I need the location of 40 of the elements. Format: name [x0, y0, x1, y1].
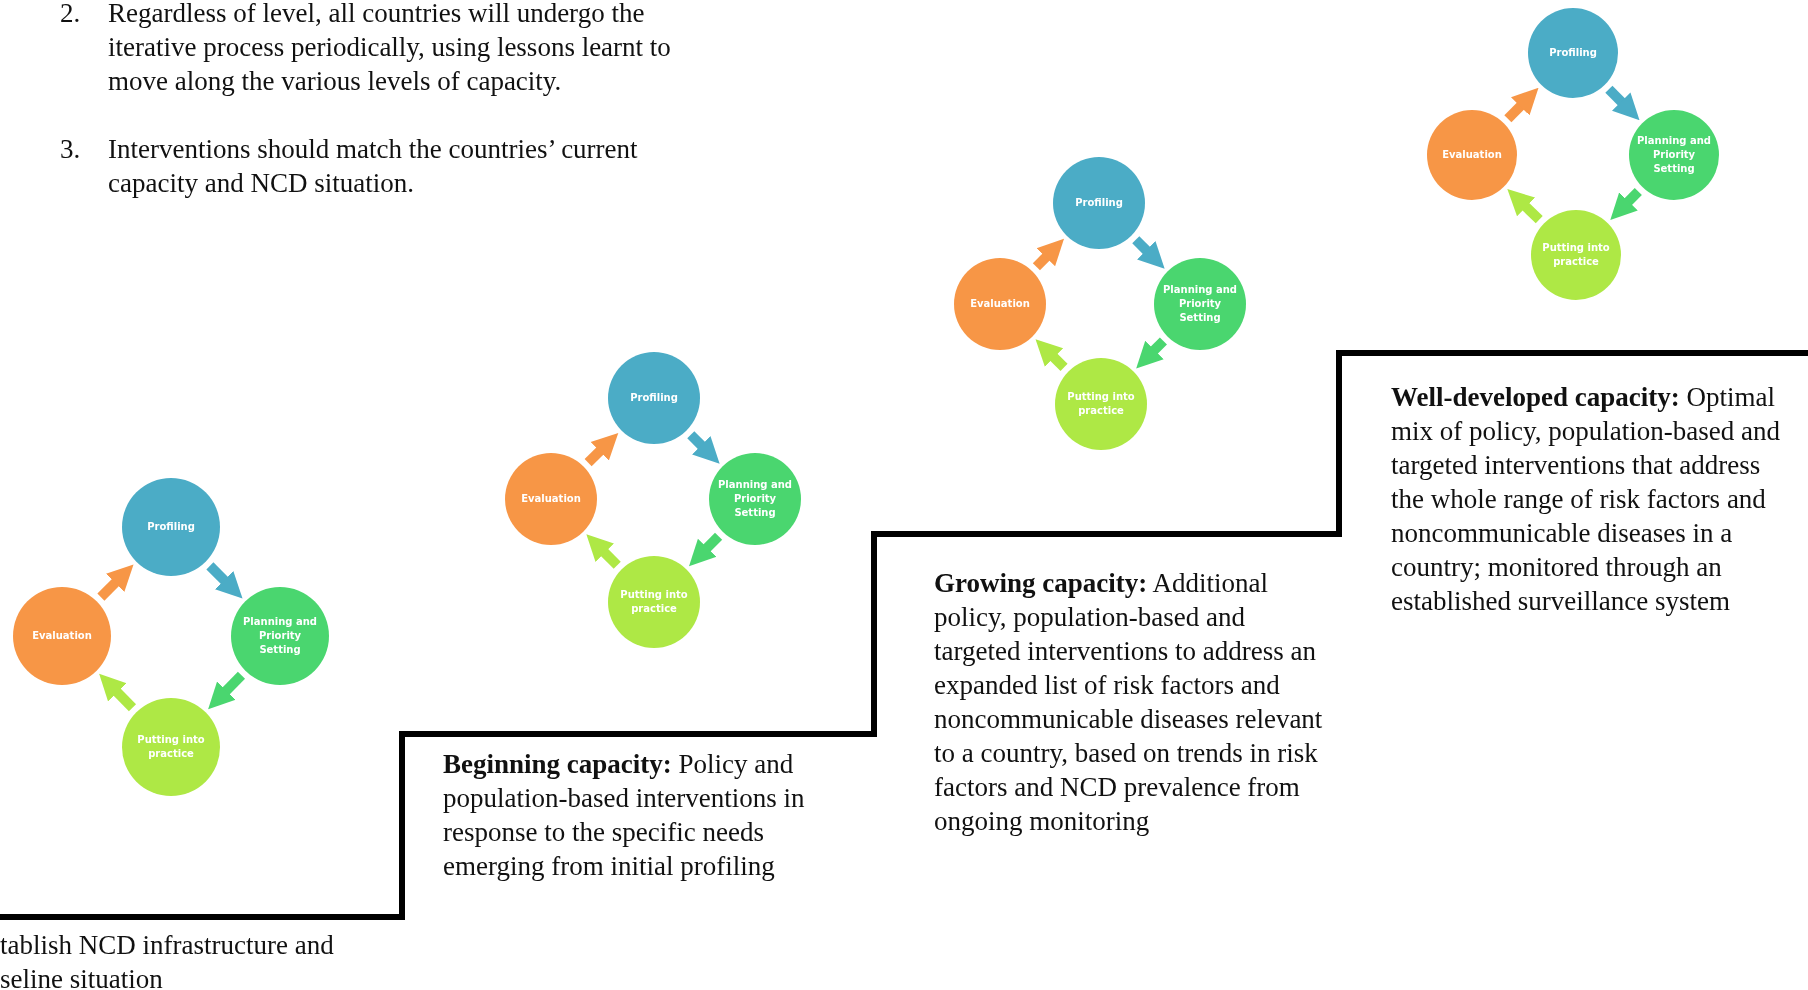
arrow	[1132, 236, 1165, 269]
capacity-description: Beginning capacity: Policy and population-based interventions in response to the specific needs emerging from initial profiling	[443, 748, 806, 883]
arrow	[1610, 187, 1642, 220]
list-item-text: Regardless of level, all countries will undergo the iterative process periodically, using lessons learnt to move along the various levels of capacity.	[108, 0, 672, 98]
arrow	[586, 534, 621, 569]
arrow	[208, 671, 246, 710]
arrow	[1507, 188, 1543, 224]
arrow	[97, 564, 134, 601]
arrow	[206, 562, 243, 599]
arrow	[687, 431, 720, 464]
cycle-step-circle: Evaluation	[505, 453, 597, 545]
arrow	[689, 532, 723, 567]
arrow	[584, 433, 619, 467]
cycle-step-circle: Planning and Priority Setting	[1629, 110, 1719, 200]
capacity-description: Growing capacity: Additional policy, population-based and targeted interventions to address an expanded list of risk factors and noncommunicable diseases relevant to a country, based on trends in risk factors and NCD prevalence from ongoing monitoring	[934, 567, 1324, 838]
capacity-description: Well-developed capacity: Optimal mix of policy, population-based and targeted interventions that address the whole range of risk factors and noncommunicable diseases in a country; monitored through an established surveillance system	[1391, 381, 1781, 618]
capacity-description: tablish NCD infrastructure and seline situation	[0, 929, 335, 990]
cycle-step-circle: Evaluation	[954, 258, 1046, 350]
list-number: 3.	[60, 133, 82, 166]
arrow	[1035, 339, 1068, 371]
cycle-step-circle: Planning and Priority Setting	[231, 587, 329, 685]
cycle-step-circle: Evaluation	[13, 587, 111, 685]
cycle-step-circle: Profiling	[122, 478, 220, 576]
cycle-step-circle: Putting into practice	[122, 698, 220, 796]
cycle-step-circle: Profiling	[1053, 157, 1145, 249]
cycle-step-circle: Putting into practice	[1531, 210, 1621, 300]
cycle-step-circle: Planning and Priority Setting	[709, 453, 801, 545]
arrow	[1032, 238, 1064, 271]
arrow	[1504, 87, 1539, 123]
cycle-step-circle: Putting into practice	[1055, 358, 1147, 450]
cycle-step-circle: Profiling	[1528, 8, 1618, 98]
cycle-step-circle: Evaluation	[1427, 110, 1517, 200]
cycle-step-circle: Planning and Priority Setting	[1154, 258, 1246, 350]
list-item-text: Interventions should match the countries’ current capacity and NCD situation.	[108, 133, 639, 200]
cycle-step-circle: Profiling	[608, 352, 700, 444]
arrow	[1136, 337, 1167, 369]
arrow	[1605, 85, 1640, 121]
arrow	[99, 673, 137, 712]
list-number: 2.	[60, 0, 82, 30]
cycle-step-circle: Putting into practice	[608, 556, 700, 648]
